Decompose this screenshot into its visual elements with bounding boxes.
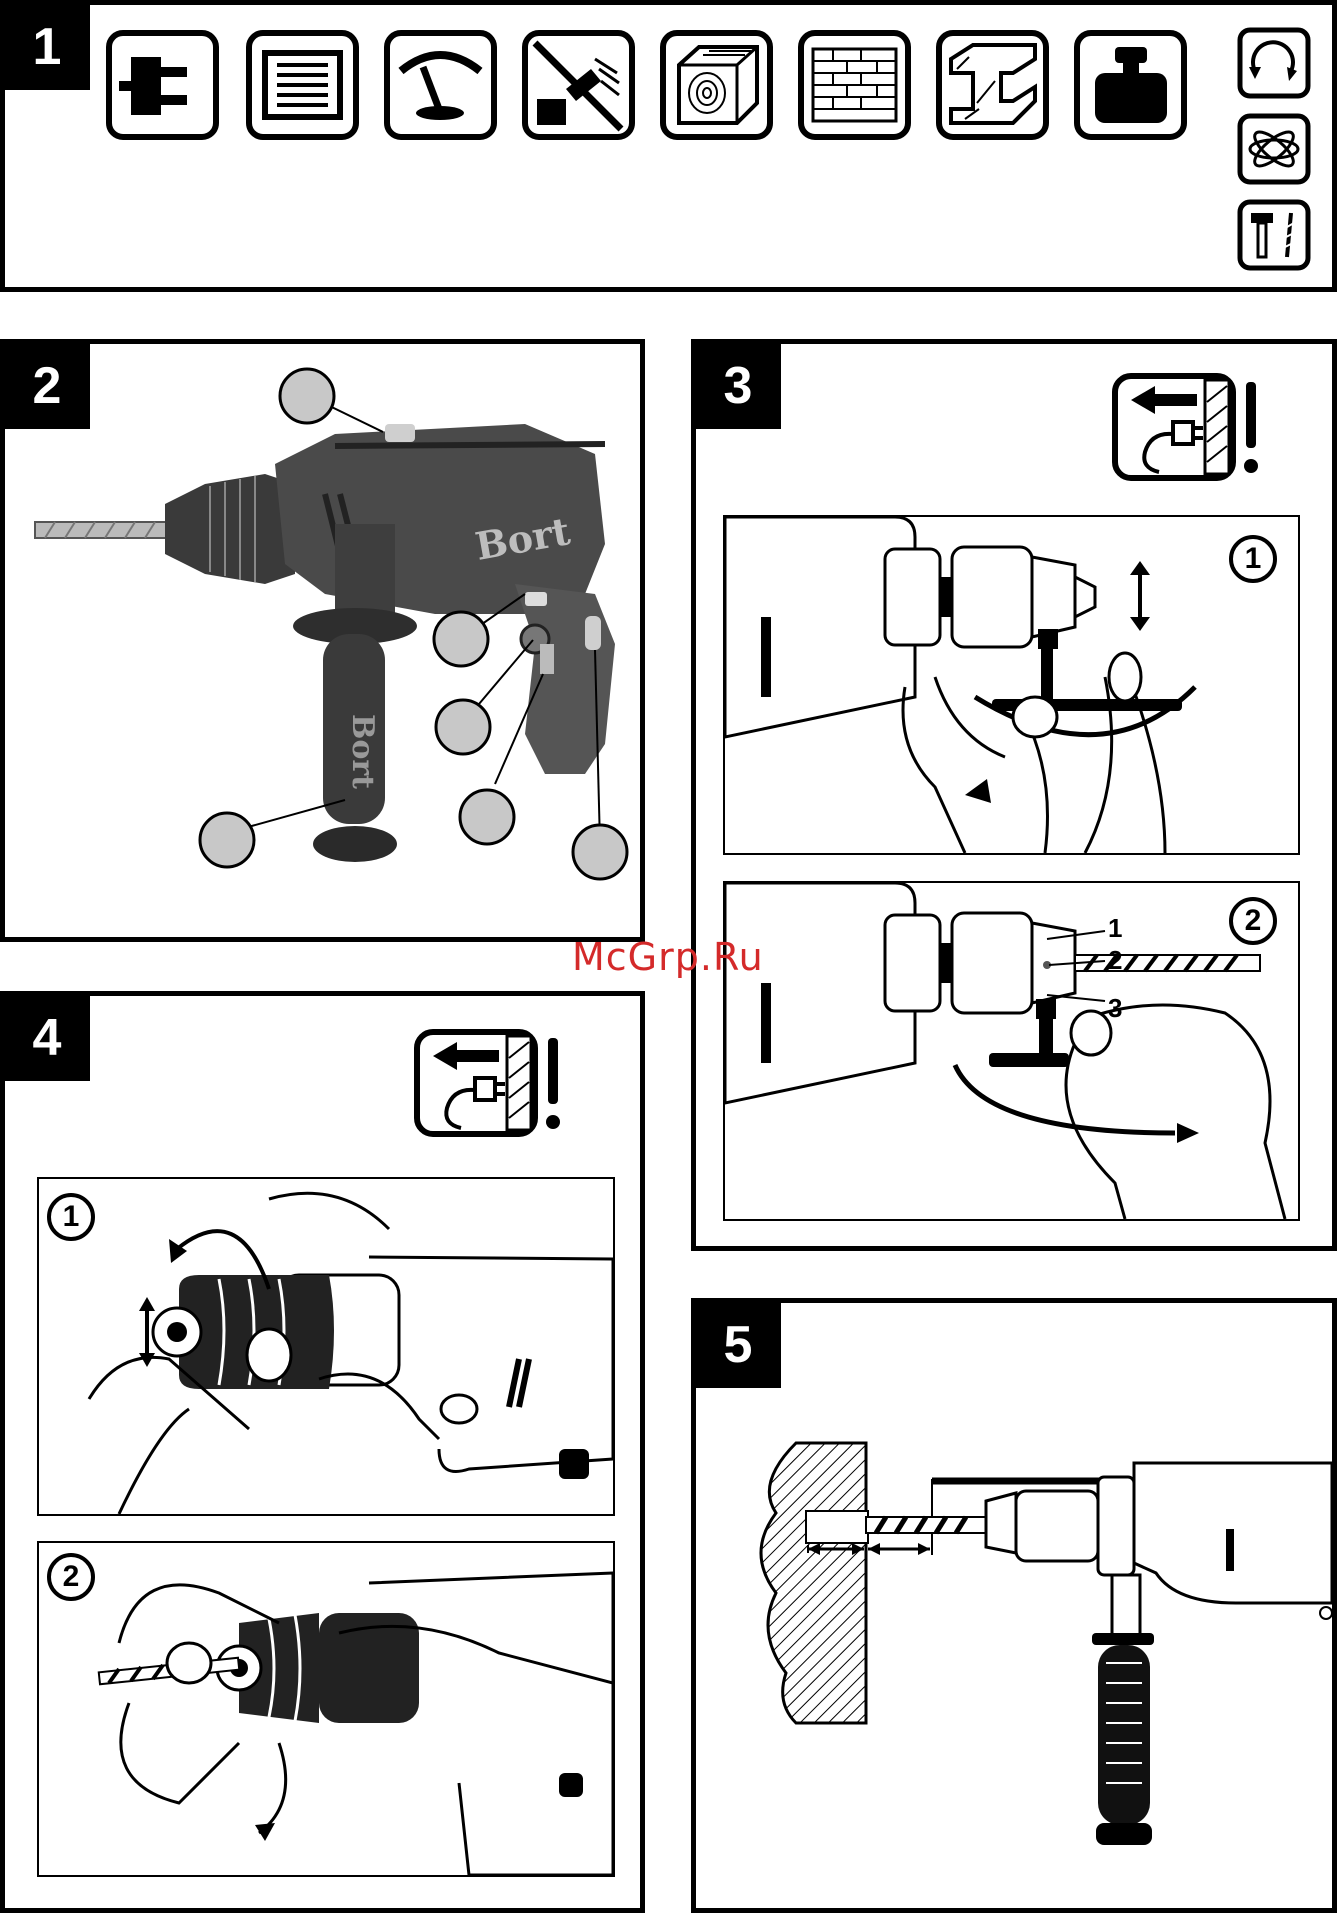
hammer-drill-icon	[1237, 199, 1311, 271]
callout-1	[280, 369, 334, 423]
step-1-badge-p4: 1	[47, 1193, 95, 1241]
panel-5: 5	[691, 1298, 1337, 1913]
gauge-icon	[383, 29, 498, 141]
part-label-2: 2	[1108, 945, 1122, 976]
panel-2: 2 Bort Bort	[0, 339, 645, 942]
panel-1: 1	[0, 0, 1337, 292]
step-2-badge: 2	[1229, 897, 1277, 945]
watermark: McGrp.Ru	[572, 935, 764, 979]
unplug-warning-icon-2	[413, 1028, 563, 1138]
panel-4-number: 4	[4, 995, 90, 1081]
drilling-depth-illustration	[696, 1303, 1332, 1908]
panel-4-step-1: 1	[37, 1177, 615, 1516]
step-2-badge-p4: 2	[47, 1553, 95, 1601]
callout-2	[434, 612, 488, 666]
step-1-badge: 1	[1229, 535, 1277, 583]
steel-beam-icon	[935, 29, 1050, 141]
motor-icon	[245, 29, 360, 141]
panel-3-step-2: 1 2 3 2	[723, 881, 1300, 1221]
plug-icon	[105, 29, 220, 141]
callout-5	[573, 825, 627, 879]
callout-6	[200, 813, 254, 867]
vibration-icon	[1237, 113, 1311, 185]
callouts	[5, 344, 640, 937]
wood-icon	[659, 29, 774, 141]
unplug-warning-icon	[1111, 372, 1261, 482]
panel-4: 4 1	[0, 991, 645, 1913]
brick-icon	[797, 29, 912, 141]
callout-3	[436, 700, 490, 754]
weight-icon	[1073, 29, 1188, 141]
panel-3: 3 1	[691, 339, 1337, 1251]
callout-4	[460, 790, 514, 844]
rotation-icon	[1237, 27, 1311, 99]
part-label-3: 3	[1108, 993, 1122, 1024]
part-label-1: 1	[1108, 913, 1122, 944]
panel-1-number: 1	[4, 4, 90, 90]
panel-3-step-1: 1	[723, 515, 1300, 855]
no-hammer-icon	[521, 29, 636, 141]
panel-3-number: 3	[695, 343, 781, 429]
panel-4-step-2: 2	[37, 1541, 615, 1877]
